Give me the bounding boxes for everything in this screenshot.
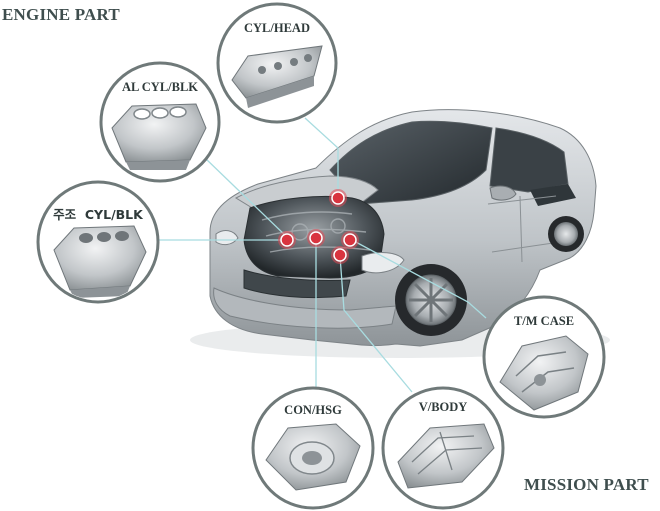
marker-cast-cyl-blk[interactable] bbox=[278, 231, 296, 249]
part-label-cyl-head: CYL/HEAD bbox=[244, 21, 310, 35]
cylinder-head-icon bbox=[231, 45, 323, 108]
cast-iron-cylinder-block-icon bbox=[53, 225, 147, 298]
part-circle-cyl-head[interactable]: CYL/HEAD bbox=[216, 2, 338, 124]
car-illustration bbox=[190, 109, 610, 358]
part-label-al-cyl-blk: AL CYL/BLK bbox=[122, 80, 198, 94]
car-mirror bbox=[489, 185, 517, 201]
part-circle-con-hsg[interactable]: CON/HSG bbox=[251, 386, 375, 510]
mission-part-title: MISSION PART bbox=[524, 475, 649, 494]
part-label-cast-cyl-blk: 주조 CYL/BLK bbox=[53, 207, 144, 222]
marker-con-hsg[interactable] bbox=[307, 229, 325, 247]
part-markers bbox=[278, 189, 359, 264]
part-label-con-hsg: CON/HSG bbox=[284, 403, 342, 417]
car-headlight-left bbox=[215, 230, 239, 246]
part-label-tm-case: T/M CASE bbox=[514, 314, 574, 328]
car-door-lines bbox=[487, 195, 561, 263]
marker-v-body[interactable] bbox=[331, 246, 349, 264]
part-label-v-body: V/BODY bbox=[419, 400, 468, 414]
part-circle-v-body[interactable]: V/BODY bbox=[381, 386, 505, 510]
leader-line-tm-case bbox=[351, 239, 487, 319]
rear-wheel-rim bbox=[554, 222, 578, 246]
valve-body-icon bbox=[397, 423, 495, 489]
car-headlight bbox=[361, 252, 405, 274]
transmission-case-icon bbox=[499, 335, 589, 411]
leader-line-v-body bbox=[339, 255, 413, 393]
car-grille bbox=[243, 269, 351, 299]
car-windshield bbox=[329, 120, 493, 205]
aluminum-cylinder-block-icon bbox=[111, 103, 207, 170]
converter-housing-icon bbox=[265, 423, 361, 491]
leader-line-cyl-head bbox=[304, 117, 339, 196]
part-circle-al-cyl-blk[interactable]: AL CYL/BLK bbox=[99, 61, 221, 183]
marker-tm-case[interactable] bbox=[341, 231, 359, 249]
front-wheel-spokes bbox=[409, 278, 453, 322]
marker-cyl-head[interactable] bbox=[329, 189, 347, 207]
leader-line-al-cyl-blk bbox=[204, 157, 289, 239]
part-circle-tm-case[interactable]: T/M CASE bbox=[482, 295, 606, 419]
leader-lines bbox=[157, 117, 487, 393]
car-rear-window bbox=[530, 184, 576, 206]
part-circle-cast-cyl-blk[interactable]: 주조 CYL/BLK bbox=[36, 180, 160, 304]
engine-part-title: ENGINE PART bbox=[2, 5, 120, 24]
